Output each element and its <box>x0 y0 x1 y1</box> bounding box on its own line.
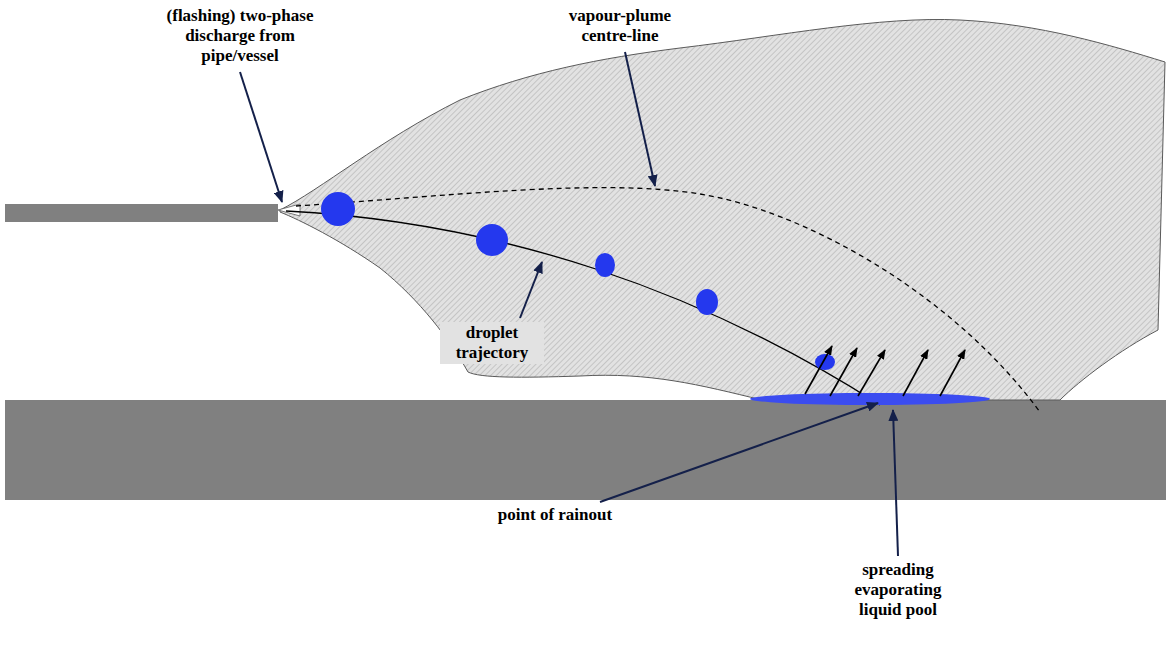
callout-label: (flashing) two-phase discharge from pipe… <box>150 6 330 66</box>
liquid-pool <box>750 393 990 405</box>
ground <box>5 400 1166 500</box>
pipe <box>5 204 278 222</box>
callout-label: droplet trajectory <box>440 322 544 364</box>
callout-label: vapour-plume centre-line <box>550 6 690 46</box>
evaporation-arrows <box>805 346 965 396</box>
vapour-plume <box>280 19 1165 400</box>
callout-label: spreading evaporating liquid pool <box>842 560 954 620</box>
droplet <box>815 354 835 370</box>
plume-centre-line <box>296 188 1040 412</box>
droplet <box>321 192 355 226</box>
callout-label: point of rainout <box>470 505 640 525</box>
droplet <box>476 224 508 256</box>
trajectory-line <box>286 211 880 405</box>
droplet <box>696 289 718 315</box>
droplet <box>595 253 615 277</box>
leader-arrows <box>240 52 898 556</box>
